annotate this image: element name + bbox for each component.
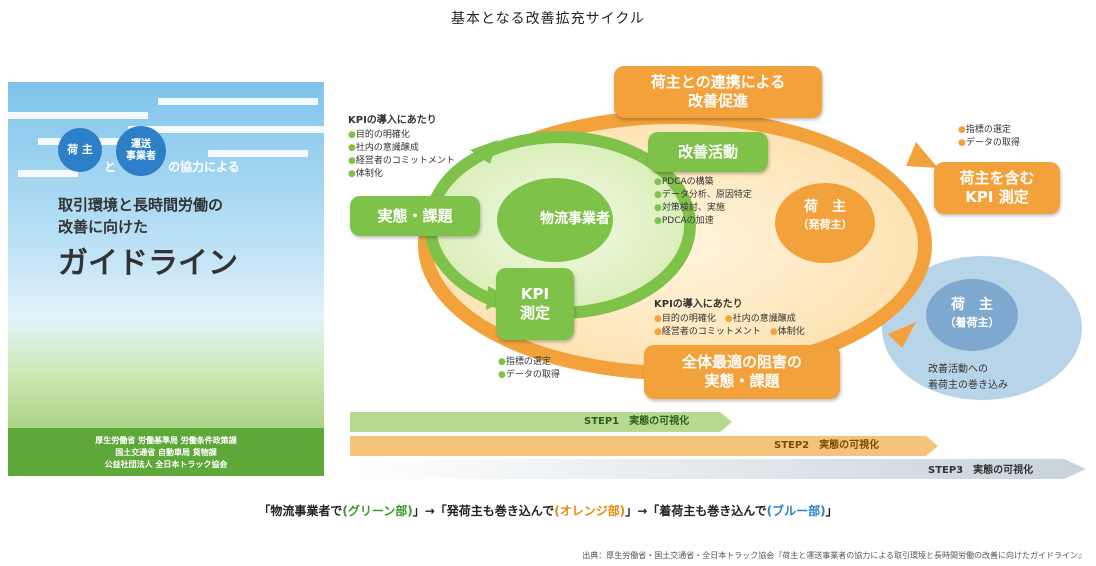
list-item: ●目的の明確化 bbox=[348, 129, 410, 140]
diagram-title: 基本となる改善拡充サイクル bbox=[451, 11, 645, 27]
list-item: ●指標の選定 bbox=[958, 125, 1011, 135]
step3-label: STEP3 実態の可視化 bbox=[928, 464, 1034, 476]
activity-list: ●PDCAの構築 ●データ分析、原因特定 ●対策検討、実施 ●PDCAの加速 bbox=[654, 176, 752, 228]
caption-part: 」→「発荷主も巻き込んで bbox=[412, 504, 555, 518]
caption-part: 「物流事業者で bbox=[258, 504, 343, 518]
kpi-mid-list: KPIの導入にあたり ●目的の明確化 ●社内の意識醸成 ●経営者のコミットメント… bbox=[654, 298, 805, 339]
caption-orange: (オレンジ部) bbox=[554, 504, 626, 518]
list-item: ●データの取得 bbox=[498, 370, 560, 381]
list-item: ●目的の明確化 ●社内の意識醸成 bbox=[654, 313, 796, 324]
list-item: ●データ分析、原因特定 bbox=[654, 190, 752, 201]
cover-publisher-3: 公益社団法人 全日本トラック協会 bbox=[104, 460, 228, 469]
list-item: ●指標の選定 bbox=[498, 357, 551, 367]
list-item: ●体制化 bbox=[348, 168, 383, 179]
list-item: ●PDCAの加速 bbox=[654, 216, 714, 227]
orange-arrowhead-right bbox=[906, 142, 938, 168]
cover-to: と bbox=[104, 160, 117, 174]
consignee-note-1: 改善活動への bbox=[928, 364, 988, 375]
consignee-note-2: 着荷主の巻き込み bbox=[928, 380, 1008, 391]
top-box: 荷主との連携による 改善促進 bbox=[614, 66, 822, 118]
step-bar-3 bbox=[350, 459, 1086, 479]
right-top-list: ●指標の選定 ●データの取得 bbox=[958, 124, 1020, 150]
kpi-mid-title: KPIの導入にあたり bbox=[654, 299, 743, 310]
consignee-circle bbox=[926, 279, 1018, 351]
shipper-circle bbox=[775, 183, 875, 263]
list-item: ●対策検討、実施 bbox=[654, 203, 725, 214]
kpi-box: KPI 測定 bbox=[496, 268, 574, 340]
consignee-label: 荷 主 bbox=[951, 297, 993, 313]
activity-box: 改善活動 bbox=[648, 132, 768, 172]
kpi-below-list: ●指標の選定 ●データの取得 bbox=[498, 356, 560, 382]
cover-stripe bbox=[8, 112, 148, 119]
list-item: ●経営者のコミットメント bbox=[348, 155, 455, 166]
cover-circle-shipper: 荷 主 bbox=[58, 128, 102, 172]
caption: 「物流事業者で(グリーン部)」→「発荷主も巻き込んで(オレンジ部)」→「着荷主も… bbox=[0, 502, 1096, 519]
kpi-left-list: KPIの導入にあたり ●目的の明確化 ●社内の意識醸成 ●経営者のコミットメント… bbox=[348, 114, 455, 181]
cover-coop: の協力による bbox=[168, 160, 240, 174]
shipper-label: 荷 主 bbox=[804, 199, 846, 215]
source-note: 出典：厚生労働省・国土交通省・全日本トラック協会『荷主と運送事業者の協力による取… bbox=[582, 551, 1086, 560]
cover-publisher-band bbox=[8, 428, 324, 476]
caption-part: 」→「着荷主も巻き込んで bbox=[625, 504, 767, 518]
kpi-left-title: KPIの導入にあたり bbox=[348, 115, 437, 126]
bottom-box: 全体最適の阻害の 実態・課題 bbox=[644, 345, 840, 399]
step-bar-1 bbox=[350, 412, 732, 432]
center-label: 物流事業者 bbox=[540, 211, 610, 227]
cover-publisher-1: 厚生労働省 労働基準局 労働条件政策課 bbox=[95, 436, 237, 445]
cover-stripe bbox=[18, 170, 78, 177]
shipper-kpi-box: 荷主を含む KPI 測定 bbox=[934, 162, 1060, 214]
cover-circle-carrier: 運送 事業者 bbox=[116, 126, 166, 176]
cover-publisher-2: 国土交通省 自動車局 貨物課 bbox=[115, 448, 217, 457]
step2-label: STEP2 実態の可視化 bbox=[774, 439, 880, 451]
shipper-sub-label: （発荷主） bbox=[797, 218, 853, 231]
guideline-cover: 荷 主 と 運送 事業者 の協力による 取引環境と長時間労働の 改善に向けた ガ… bbox=[8, 82, 324, 476]
step1-label: STEP1 実態の可視化 bbox=[584, 415, 690, 427]
green-arrowhead-left bbox=[470, 140, 498, 164]
cover-title-line1: 取引環境と長時間労働の bbox=[58, 196, 224, 214]
jitai-box: 実態・課題 bbox=[350, 196, 480, 236]
cover-stripe bbox=[208, 150, 308, 157]
list-item: ●経営者のコミットメント ●体制化 bbox=[654, 326, 805, 337]
step-bar-2 bbox=[350, 436, 938, 456]
cover-stripe bbox=[128, 126, 324, 133]
consignee-sub-label: （着荷主） bbox=[944, 316, 1000, 329]
orange-arrowhead-bottom bbox=[888, 322, 916, 348]
list-item: ●社内の意識醸成 bbox=[348, 142, 419, 153]
cover-title-line3: ガイドライン bbox=[58, 246, 238, 281]
cover-stripe bbox=[158, 98, 318, 105]
list-item: ●データの取得 bbox=[958, 138, 1020, 149]
caption-part: 」 bbox=[825, 504, 838, 518]
caption-green: (グリーン部) bbox=[342, 504, 413, 518]
center-circle bbox=[497, 178, 613, 262]
list-item: ●PDCAの構築 bbox=[654, 177, 714, 187]
caption-blue: (ブルー部) bbox=[766, 504, 826, 518]
cover-title-line2: 改善に向けた bbox=[58, 218, 149, 236]
